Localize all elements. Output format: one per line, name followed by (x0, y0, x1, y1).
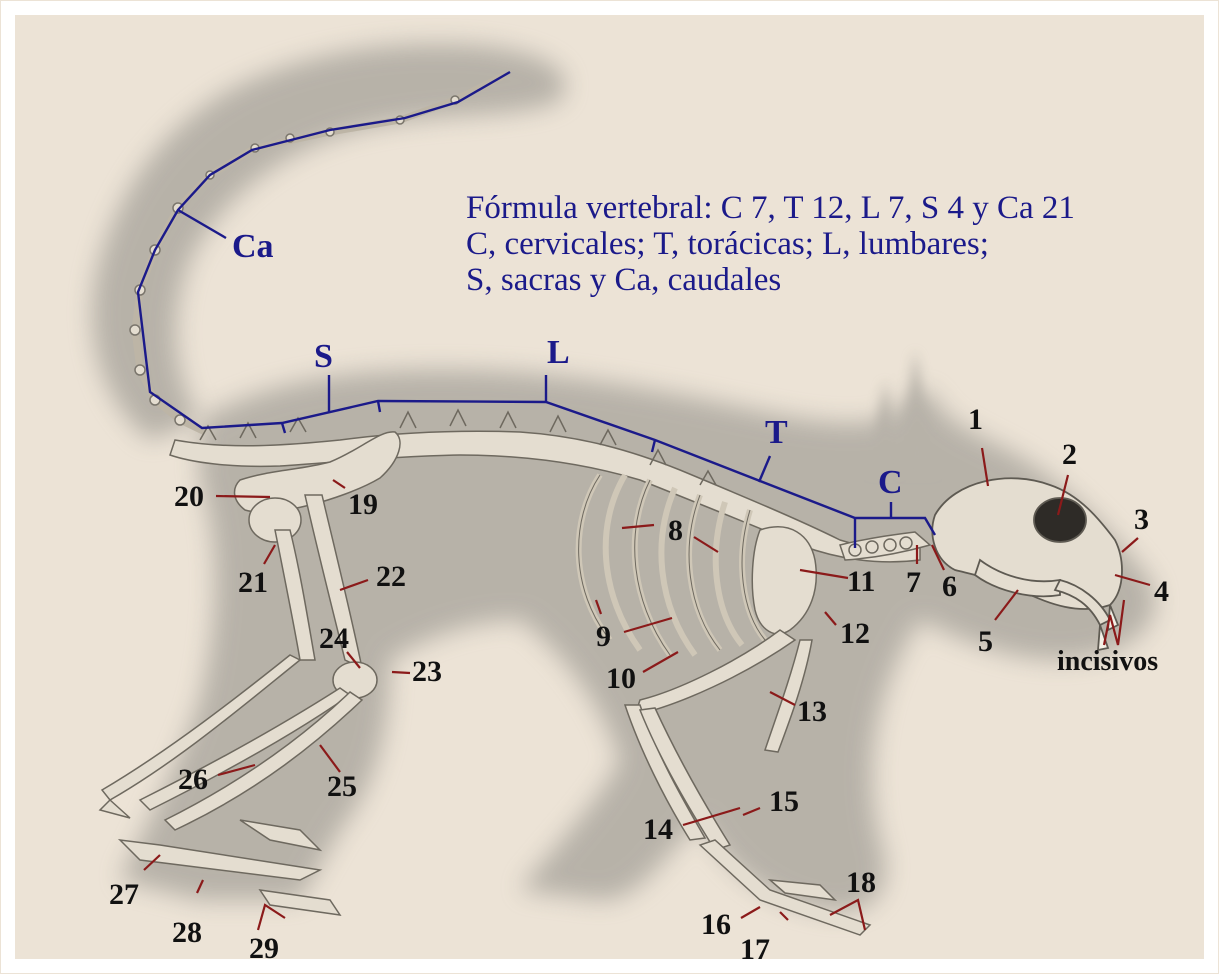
label-23: 23 (412, 657, 442, 687)
label-6: 6 (942, 572, 957, 602)
formula-line-2: C, cervicales; T, torácicas; L, lumbares… (466, 226, 1075, 262)
label-15: 15 (769, 787, 799, 817)
label-14: 14 (643, 815, 673, 845)
label-20: 20 (174, 482, 204, 512)
label-21: 21 (238, 568, 268, 598)
segment-label-lumbar: L (547, 336, 570, 370)
label-13: 13 (797, 697, 827, 727)
formula-line-1: Fórmula vertebral: C 7, T 12, L 7, S 4 y… (466, 190, 1075, 226)
vertebral-formula: Fórmula vertebral: C 7, T 12, L 7, S 4 y… (466, 190, 1075, 298)
label-11: 11 (847, 567, 875, 597)
label-29: 29 (249, 934, 279, 964)
label-12: 12 (840, 619, 870, 649)
segment-label-thoracic: T (765, 416, 788, 450)
label-16: 16 (701, 910, 731, 940)
label-9: 9 (596, 622, 611, 652)
label-27: 27 (109, 880, 139, 910)
label-17: 17 (740, 935, 770, 965)
label-26: 26 (178, 765, 208, 795)
label-24: 24 (319, 624, 349, 654)
label-22: 22 (376, 562, 406, 592)
label-19: 19 (348, 490, 378, 520)
label-8: 8 (668, 516, 683, 546)
label-18: 18 (846, 868, 876, 898)
segment-label-cervical: C (878, 466, 903, 500)
label-3: 3 (1134, 505, 1149, 535)
label-incisivos: incisivos (1057, 648, 1158, 676)
formula-line-3: S, sacras y Ca, caudales (466, 262, 1075, 298)
label-7: 7 (906, 568, 921, 598)
label-10: 10 (606, 664, 636, 694)
label-28: 28 (172, 918, 202, 948)
segment-label-caudal: Ca (232, 230, 274, 264)
label-2: 2 (1062, 440, 1077, 470)
label-1: 1 (968, 405, 983, 435)
label-4: 4 (1154, 577, 1169, 607)
segment-label-sacral: S (314, 340, 333, 374)
label-25: 25 (327, 772, 357, 802)
label-5: 5 (978, 627, 993, 657)
